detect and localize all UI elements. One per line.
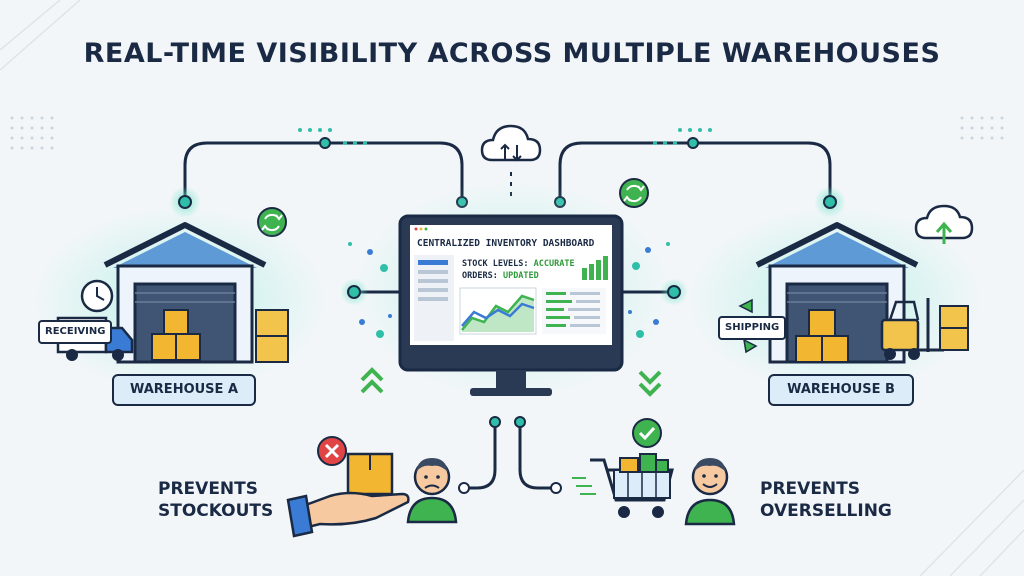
data-particles <box>348 242 670 338</box>
orders-label: ORDERS: <box>462 271 498 281</box>
benefit-overselling-line2: OVERSELLING <box>760 501 892 521</box>
top-connector-left <box>183 141 464 200</box>
dashboard-stock-line: STOCK LEVELS: ACCURATE <box>462 259 575 269</box>
shipping-tag: SHIPPING <box>718 316 787 340</box>
benefit-stockouts-line1: PREVENTS <box>158 479 258 499</box>
down-chevron-icon <box>638 370 662 397</box>
recycle-arrows-icon <box>738 298 758 354</box>
cloud-sync-icon <box>480 124 542 196</box>
dashboard-monitor <box>352 180 672 400</box>
happy-person-icon <box>684 458 736 526</box>
dashboard-side-connectors <box>340 278 688 306</box>
benefit-overselling-line1: PREVENTS <box>760 479 860 499</box>
error-x-icon <box>317 436 347 466</box>
bottom-connectors <box>468 425 552 490</box>
dashboard-orders-line: ORDERS: UPDATED <box>462 271 539 281</box>
forklift-icon <box>880 298 969 360</box>
check-icon <box>632 418 662 448</box>
benefit-stockouts-line2: STOCKOUTS <box>158 501 274 521</box>
warehouse-a-label: WAREHOUSE A <box>112 374 256 406</box>
stock-label: STOCK LEVELS: <box>462 259 529 269</box>
sad-person-icon <box>406 458 458 524</box>
benefit-stockouts: PREVENTS STOCKOUTS <box>158 478 273 522</box>
decor-dots-right <box>960 116 1004 140</box>
dashboard-title: CENTRALIZED INVENTORY DASHBOARD <box>417 238 595 249</box>
benefit-overselling: PREVENTS OVERSELLING <box>760 478 892 522</box>
page-title: REAL-TIME VISIBILITY ACROSS MULTIPLE WAR… <box>83 38 941 69</box>
receiving-tag: RECEIVING <box>38 320 113 344</box>
clock-icon <box>80 279 114 313</box>
orders-value: UPDATED <box>502 271 539 281</box>
warehouse-a <box>30 205 330 395</box>
connector-dots <box>298 128 712 145</box>
warehouse-b-label: WAREHOUSE B <box>768 374 914 406</box>
sync-icon-right <box>619 178 649 208</box>
shopping-cart-icon <box>572 453 674 518</box>
decor-dots-left <box>10 116 54 150</box>
up-chevron-icon <box>360 367 384 394</box>
top-connector-right <box>558 141 832 200</box>
cloud-upload-icon <box>914 204 974 244</box>
stock-value: ACCURATE <box>533 259 575 269</box>
hand-holding-box-icon <box>286 452 410 538</box>
